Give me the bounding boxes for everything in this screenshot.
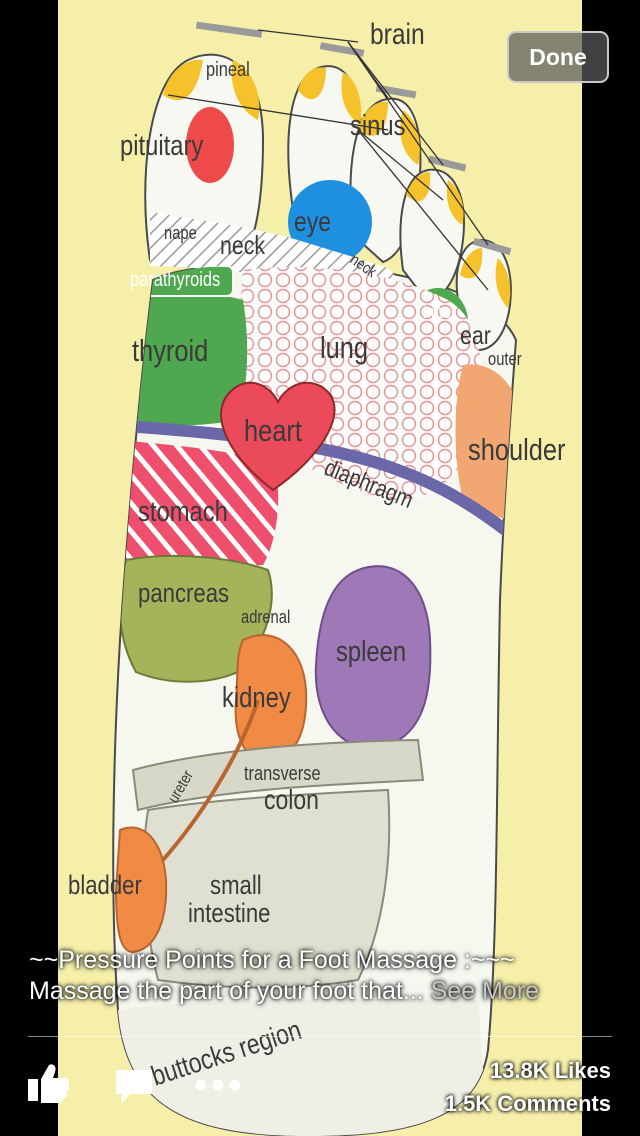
heart-zone xyxy=(220,381,336,492)
ureter-line xyxy=(161,699,260,862)
label-nape: nape xyxy=(164,223,197,243)
label-transverse: transverse xyxy=(244,763,321,785)
label-colon: colon xyxy=(264,784,319,815)
label-lung: lung xyxy=(320,330,369,365)
label-sinus: sinus xyxy=(350,110,406,142)
label-pineal: pineal xyxy=(206,59,250,81)
action-divider xyxy=(28,1036,612,1037)
speech-bubble-icon[interactable] xyxy=(113,1067,155,1107)
more-dots-icon[interactable] xyxy=(194,1078,242,1092)
diaphragm-line xyxy=(113,418,516,553)
buttocks-zone xyxy=(118,999,488,1136)
caption-line-2: Massage the part of your foot that... xyxy=(29,977,424,1005)
caption-line-1: ~~Pressure Points for a Foot Massage :~~… xyxy=(29,946,515,974)
label-heart: heart xyxy=(244,413,302,448)
stomach-zone xyxy=(116,440,279,567)
see-more-link[interactable]: See More xyxy=(430,977,540,1005)
label-thyroid: thyroid xyxy=(132,333,209,368)
thumbs-up-icon[interactable] xyxy=(27,1063,71,1103)
label-small: small xyxy=(210,870,262,900)
label-stomach: stomach xyxy=(138,496,228,528)
foot-reflexology-chart: brain pineal pituitary sinus eye nape ne… xyxy=(58,0,582,1136)
label-brain: brain xyxy=(370,18,425,51)
toe-accents xyxy=(163,59,511,308)
label-parathyroids: parathyroids xyxy=(130,269,221,291)
toe-markers xyxy=(195,21,512,256)
label-bladder: bladder xyxy=(68,870,142,900)
pituitary-zone xyxy=(186,107,234,183)
label-kidney: kidney xyxy=(222,682,291,714)
label-pancreas: pancreas xyxy=(138,578,230,608)
label-adrenal: adrenal xyxy=(241,607,291,627)
foot-illustration xyxy=(112,21,518,1136)
post-caption: ~~Pressure Points for a Foot Massage :~~… xyxy=(29,945,619,1007)
likes-count[interactable]: 13.8K Likes xyxy=(489,1058,611,1083)
label-outer: outer xyxy=(488,349,522,369)
done-button[interactable]: Done xyxy=(507,31,609,83)
label-spleen: spleen xyxy=(336,636,407,668)
label-neck: neck xyxy=(220,230,266,260)
shoulder-zone xyxy=(455,364,516,520)
label-ear: ear xyxy=(460,320,491,350)
label-inner: inner xyxy=(423,302,456,322)
thyroid-zone xyxy=(118,293,248,426)
label-eye: eye xyxy=(294,206,332,237)
label-shoulder: shoulder xyxy=(468,432,566,467)
comments-count[interactable]: 1.5K Comments xyxy=(444,1091,611,1116)
pointer-lines xyxy=(167,29,489,291)
eye-zone xyxy=(288,180,372,264)
label-pituitary: pituitary xyxy=(120,130,204,162)
bladder-zone xyxy=(114,826,168,954)
label-intestine: intestine xyxy=(188,898,271,928)
